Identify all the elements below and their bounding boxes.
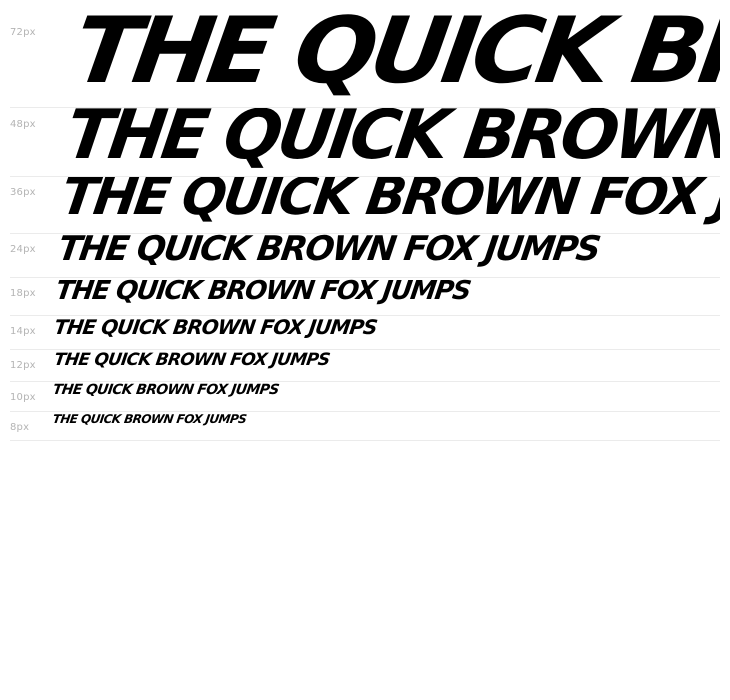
waterfall-row-10: 10px THE QUICK BROWN FOX JUMPS: [10, 382, 720, 412]
waterfall-row-18: 18px THE QUICK BROWN FOX JUMPS: [10, 278, 720, 316]
sample-text: THE QUICK BROWN FOX JUMPS: [51, 382, 280, 398]
sample-text: THE QUICK BROWN FOX JUMPS: [61, 108, 720, 175]
sample-text: THE QUICK BROWN FOX JUMPS: [53, 278, 472, 306]
size-label: 48px: [10, 119, 36, 130]
waterfall-row-14: 14px THE QUICK BROWN FOX JUMPS: [10, 316, 720, 350]
waterfall-row-8: 8px THE QUICK BROWN FOX JUMPS: [10, 412, 720, 441]
size-label: 24px: [10, 244, 36, 255]
size-label: 10px: [10, 392, 36, 403]
waterfall-row-12: 12px THE QUICK BROWN FOX JUMPS: [10, 350, 720, 382]
size-label: 72px: [10, 27, 36, 38]
waterfall-row-72: 72px THE QUICK BROWN FOX JUMPS: [10, 0, 720, 108]
sample-text: THE QUICK BROWN FOX JUMPS: [66, 0, 720, 104]
waterfall-row-24: 24px THE QUICK BROWN FOX JUMPS: [10, 234, 720, 278]
size-label: 36px: [10, 187, 36, 198]
size-label: 14px: [10, 326, 36, 337]
font-waterfall: 72px THE QUICK BROWN FOX JUMPS 48px THE …: [10, 0, 720, 441]
waterfall-row-48: 48px THE QUICK BROWN FOX JUMPS: [10, 108, 720, 177]
sample-text: THE QUICK BROWN FOX JUMPS: [51, 412, 248, 426]
sample-text: THE QUICK BROWN FOX JUMPS: [57, 177, 720, 227]
sample-text: THE QUICK BROWN FOX JUMPS: [55, 234, 602, 269]
sample-text: THE QUICK BROWN FOX JUMPS: [52, 316, 379, 339]
size-label: 18px: [10, 288, 36, 299]
size-label: 12px: [10, 360, 36, 371]
sample-text: THE QUICK BROWN FOX JUMPS: [52, 350, 331, 370]
size-label: 8px: [10, 422, 30, 433]
waterfall-row-36: 36px THE QUICK BROWN FOX JUMPS: [10, 177, 720, 234]
